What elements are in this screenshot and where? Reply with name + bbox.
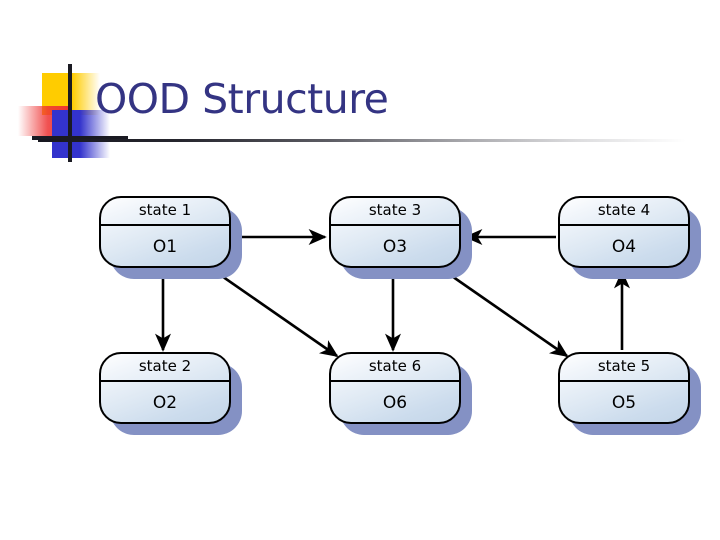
node-body (329, 352, 461, 424)
page-title: OOD Structure (95, 75, 389, 123)
node-state-label: state 4 (597, 201, 651, 219)
node-body (99, 352, 231, 424)
node-state3[interactable]: state 3 O3 (329, 196, 472, 279)
node-divider (331, 380, 459, 382)
node-divider (331, 224, 459, 226)
node-object-label: O1 (152, 237, 178, 257)
title-decoration (18, 58, 128, 168)
node-state6[interactable]: state 6 O6 (329, 352, 472, 435)
node-state2[interactable]: state 2 O2 (99, 352, 242, 435)
node-state-label: state 6 (368, 357, 422, 375)
node-state4[interactable]: state 4 O4 (558, 196, 701, 279)
node-body (329, 196, 461, 268)
edge-state3-to-state5 (445, 270, 569, 358)
node-object-label: O5 (611, 393, 637, 413)
node-state-label: state 1 (138, 201, 192, 219)
node-body (558, 196, 690, 268)
node-body (99, 196, 231, 268)
node-object-label: O4 (611, 237, 637, 257)
node-divider (560, 380, 688, 382)
node-divider (101, 380, 229, 382)
node-object-label: O2 (152, 393, 178, 413)
node-state-label: state 5 (597, 357, 651, 375)
node-object-label: O6 (382, 393, 408, 413)
title-decoration-svg (18, 64, 128, 162)
node-state1[interactable]: state 1 O1 (99, 196, 242, 279)
edge-state1-to-state6 (215, 270, 339, 358)
slide-title-block: OOD Structure (0, 0, 720, 175)
node-state5[interactable]: state 5 O5 (558, 352, 701, 435)
node-body (558, 352, 690, 424)
node-state-label: state 2 (138, 357, 192, 375)
node-object-label: O3 (382, 237, 408, 257)
node-divider (101, 224, 229, 226)
title-underline-rule (38, 139, 686, 142)
node-state-label: state 3 (368, 201, 422, 219)
node-divider (560, 224, 688, 226)
blue-square (52, 110, 110, 158)
